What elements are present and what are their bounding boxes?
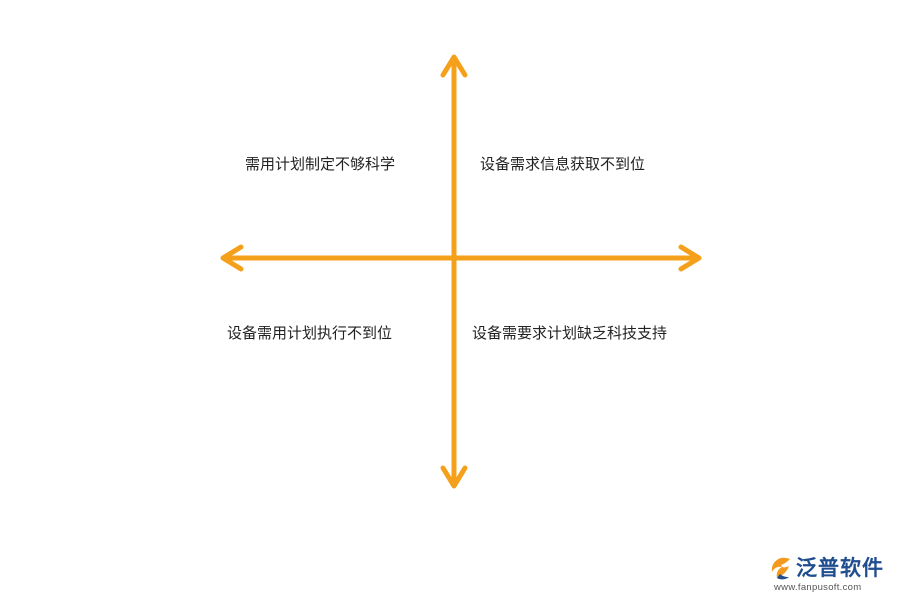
quadrant-top-left-label: 需用计划制定不够科学 — [245, 155, 396, 173]
arrow-left-icon — [220, 244, 244, 272]
arrow-down-icon — [440, 465, 468, 489]
arrow-up-icon — [440, 54, 468, 78]
brand-url: www.fanpusoft.com — [774, 582, 862, 593]
brand-name: 泛普软件 — [796, 556, 884, 580]
quadrant-top-right-label: 设备需求信息获取不到位 — [480, 155, 646, 173]
quadrant-bottom-right-label: 设备需要求计划缺乏科技支持 — [472, 324, 668, 342]
brand-logo: 泛普软件 www.fanpusoft.com — [768, 554, 894, 596]
fanpu-logo-icon — [771, 557, 790, 580]
arrow-right-icon — [678, 244, 702, 272]
quadrant-bottom-left-label: 设备需用计划执行不到位 — [227, 324, 393, 342]
